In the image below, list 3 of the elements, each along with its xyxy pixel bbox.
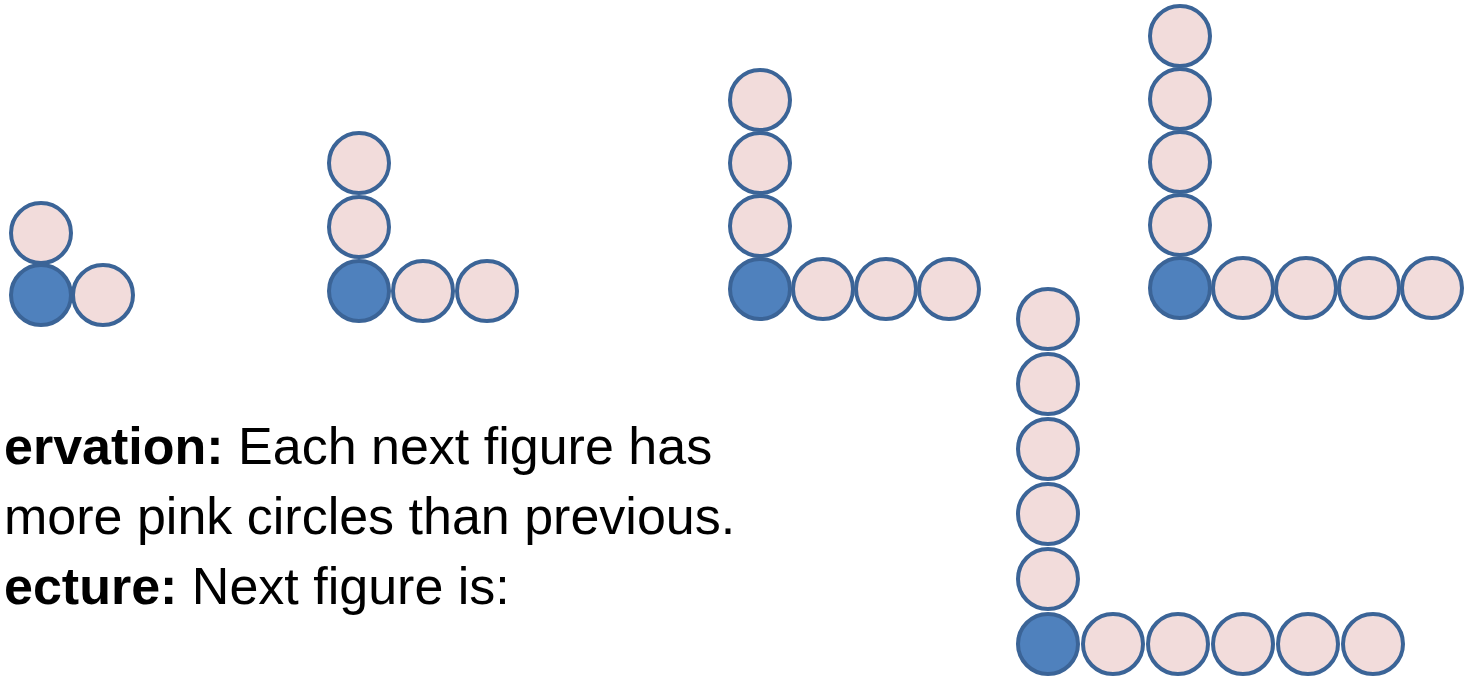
- statement-text: ecture: Next figure is:: [4, 558, 510, 616]
- statement-text: more pink circles than previous.: [4, 488, 736, 546]
- statement-text: ervation: Each next figure has: [4, 418, 713, 476]
